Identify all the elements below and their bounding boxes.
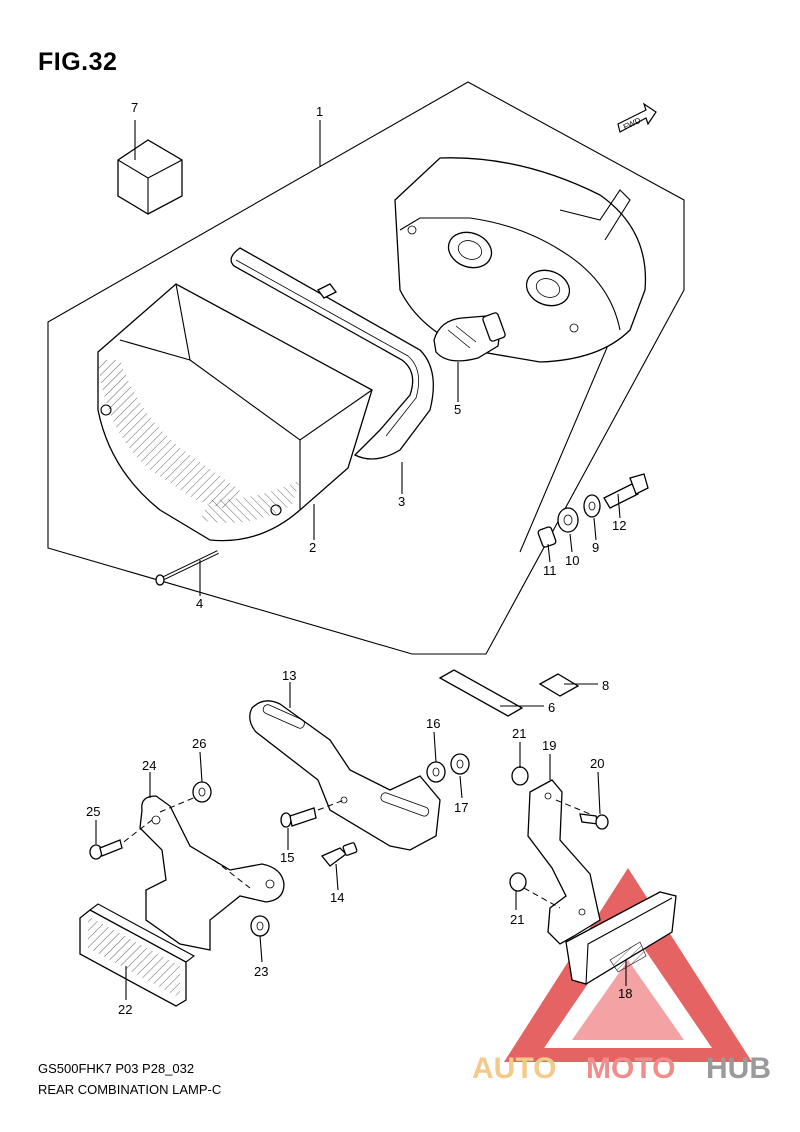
part-16-washer [426, 761, 446, 783]
part-23-nut [250, 915, 270, 937]
callout-22: 22 [118, 1002, 132, 1017]
figure-caption: REAR COMBINATION LAMP-C [38, 1082, 222, 1097]
fwd-label: FWD [622, 116, 643, 132]
part-4-screw [155, 550, 219, 586]
part-3-gasket [230, 247, 434, 460]
watermark-text-moto: MOTO [586, 1052, 675, 1085]
part-18-reflector [565, 891, 677, 985]
part-21-nut-top [511, 766, 529, 786]
callout-13: 13 [282, 668, 296, 683]
callout-2: 2 [309, 540, 316, 555]
callout-23: 23 [254, 964, 268, 979]
callout-14: 14 [330, 890, 344, 905]
part-11-collar [537, 526, 557, 548]
callout-26: 26 [192, 736, 206, 751]
callout-19: 19 [542, 738, 556, 753]
part-13-bracket [249, 700, 441, 851]
part-17-nut [450, 753, 470, 775]
callout-21-bottom: 21 [510, 912, 524, 927]
callout-16: 16 [426, 716, 440, 731]
part-15-screw [280, 807, 317, 828]
callout-15: 15 [280, 850, 294, 865]
leader-lines [95, 120, 627, 1000]
part-25-screw [89, 839, 123, 860]
watermark-text: AUTO MOTO HUB [472, 1052, 771, 1085]
watermark-text-hub: HUB [706, 1052, 771, 1085]
part-7-cover [117, 139, 183, 215]
part-9-washer [583, 494, 601, 518]
callout-labels: 1 2 3 4 5 6 7 8 9 10 11 12 13 14 15 16 1… [86, 100, 632, 1017]
model-code: GS500FHK7 P03 P28_032 [38, 1061, 195, 1076]
callout-8: 8 [602, 678, 609, 693]
part-20-screw [579, 813, 609, 830]
fwd-arrow-icon: FWD [617, 102, 657, 133]
part-1-housing [394, 157, 647, 363]
callout-4: 4 [196, 596, 203, 611]
callout-25: 25 [86, 804, 100, 819]
part-19-bracket [527, 779, 601, 945]
part-5-bulb [433, 312, 506, 362]
part-2-lens [97, 283, 373, 542]
callout-21-top: 21 [512, 726, 526, 741]
callout-1: 1 [316, 104, 323, 119]
callout-5: 5 [454, 402, 461, 417]
part-21-nut-bottom [509, 872, 527, 892]
callout-6: 6 [548, 700, 555, 715]
part-14-plug [320, 842, 358, 867]
callout-10: 10 [565, 553, 579, 568]
figure-title: FIG.32 [38, 48, 118, 76]
callout-12: 12 [612, 518, 626, 533]
callout-24: 24 [142, 758, 156, 773]
part-8-pad [538, 673, 580, 697]
callout-9: 9 [592, 540, 599, 555]
callout-17: 17 [454, 800, 468, 815]
part-22-reflector [79, 903, 196, 1007]
part-10-grommet [557, 507, 579, 533]
assembly-boundary [47, 81, 685, 655]
part-6-strip [438, 669, 524, 717]
watermark-text-auto: AUTO [472, 1052, 556, 1085]
callout-18: 18 [618, 986, 632, 1001]
part-12-bolt [603, 473, 649, 509]
callout-3: 3 [398, 494, 405, 509]
part-26-nut [192, 781, 212, 803]
callout-7: 7 [131, 100, 138, 115]
callout-20: 20 [590, 756, 604, 771]
callout-11: 11 [543, 563, 557, 578]
